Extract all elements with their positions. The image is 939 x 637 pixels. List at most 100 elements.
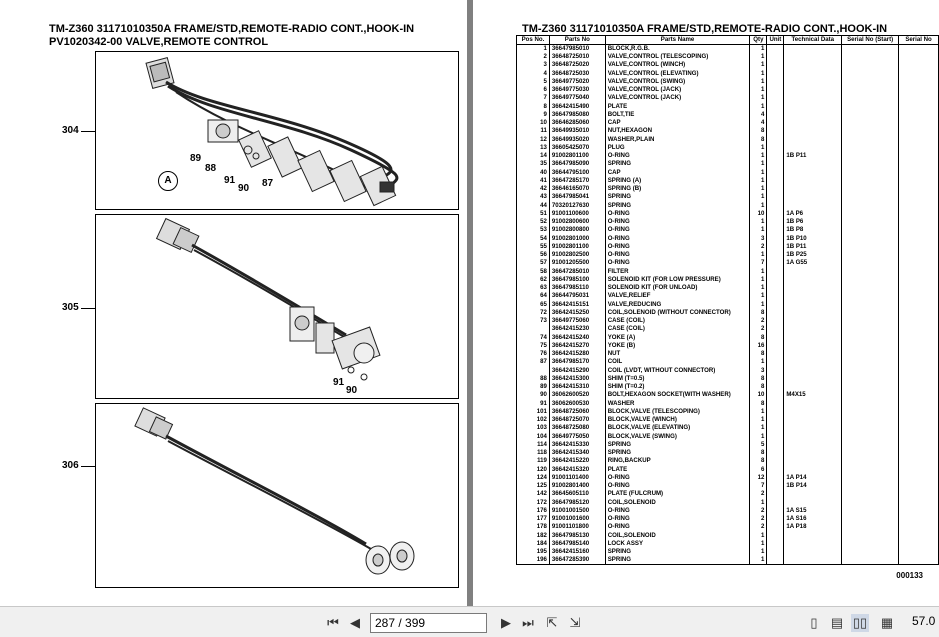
cell-pos: 182 — [516, 531, 550, 540]
cell-unit — [766, 457, 784, 466]
cell-qty: 1 — [749, 176, 767, 185]
cell-parts-name: NUT,HEXAGON — [604, 127, 750, 136]
cell-serial-end — [898, 300, 939, 309]
cell-qty: 1 — [749, 168, 767, 177]
cell-qty: 1 — [749, 77, 767, 86]
cell-unit — [766, 127, 784, 136]
cell-serial-end — [898, 482, 939, 491]
callout-90: 90 — [238, 183, 250, 194]
prev-page-button[interactable]: ◀ — [350, 615, 360, 630]
go-back-icon[interactable]: ⇱ — [546, 615, 558, 630]
cell-technical-data — [783, 440, 842, 449]
cell-parts-name: WASHER,PLAIN — [604, 135, 750, 144]
cell-parts-name: VALVE,CONTROL (WINCH) — [604, 61, 750, 70]
cell-parts-name: VALVE,CONTROL (JACK) — [604, 86, 750, 95]
cell-pos: 56 — [516, 251, 550, 260]
cell-parts-no: 70320127630 — [548, 201, 606, 210]
viewer-toolbar: ⏮ ◀ 287 / 399 ▶ ⏭ ⇱ ⇲ ▯ ▤ ▯▯ ▦ 57.0 — [0, 606, 939, 637]
single-page-view-icon[interactable]: ▯ — [810, 615, 818, 630]
cell-pos: 119 — [516, 457, 550, 466]
cell-serial-end — [898, 416, 939, 425]
cell-qty: 1 — [749, 201, 767, 210]
cell-serial-start — [841, 399, 899, 408]
cell-serial-start — [841, 259, 899, 268]
cell-serial-end — [898, 226, 939, 235]
cell-serial-end — [898, 160, 939, 169]
cell-technical-data — [783, 531, 842, 540]
cell-serial-start — [841, 209, 899, 218]
go-forward-icon[interactable]: ⇲ — [569, 615, 581, 630]
cell-serial-end — [898, 383, 939, 392]
cell-pos — [516, 366, 550, 375]
continuous-view-icon[interactable]: ▤ — [830, 615, 844, 630]
zoom-level[interactable]: 57.0 — [912, 614, 936, 628]
cell-serial-end — [898, 185, 939, 194]
cell-serial-end — [898, 333, 939, 342]
cell-parts-name: CASE (COIL) — [604, 317, 750, 326]
cell-technical-data — [783, 53, 842, 62]
cell-parts-name: PLATE — [604, 465, 750, 474]
cell-serial-start — [841, 391, 899, 400]
cell-unit — [766, 143, 784, 152]
callout-91: 91 — [224, 175, 236, 186]
cell-technical-data: 1A P14 — [783, 473, 842, 482]
cell-qty: 1 — [749, 185, 767, 194]
cell-technical-data — [783, 432, 842, 441]
next-page-button[interactable]: ▶ — [501, 615, 511, 630]
cell-technical-data: 1B P14 — [783, 482, 842, 491]
cell-parts-no: 36647985090 — [548, 160, 606, 169]
cell-pos: 35 — [516, 160, 550, 169]
cell-parts-no: 36649775020 — [548, 77, 606, 86]
cell-parts-no: 36648725010 — [548, 53, 606, 62]
cell-serial-start — [841, 473, 899, 482]
cell-unit — [766, 440, 784, 449]
cell-parts-no: 91001001600 — [548, 515, 606, 524]
cell-unit — [766, 548, 784, 557]
cell-unit — [766, 267, 784, 276]
cell-pos: 12 — [516, 135, 550, 144]
two-page-continuous-icon[interactable]: ▦ — [880, 615, 894, 630]
cell-serial-start — [841, 69, 899, 78]
cell-qty: 1 — [749, 300, 767, 309]
cell-parts-no: 91001205500 — [548, 259, 606, 268]
cell-unit — [766, 176, 784, 185]
two-page-view-icon[interactable]: ▯▯ — [851, 614, 869, 632]
cell-parts-name: O-RING — [604, 218, 750, 227]
cell-technical-data — [783, 201, 842, 210]
last-page-button[interactable]: ⏭ — [522, 615, 534, 630]
cell-serial-start — [841, 110, 899, 119]
cell-unit — [766, 358, 784, 367]
cell-pos: 62 — [516, 275, 550, 284]
cell-technical-data — [783, 308, 842, 317]
cell-parts-name: O-RING — [604, 234, 750, 243]
cell-unit — [766, 209, 784, 218]
cell-qty: 8 — [749, 449, 767, 458]
callout-91: 91 — [333, 377, 345, 388]
cell-parts-name: COIL,SOLENOID (WITHOUT CONNECTOR) — [604, 308, 750, 317]
cell-pos: 40 — [516, 168, 550, 177]
cell-parts-name: O-RING — [604, 473, 750, 482]
first-page-button[interactable]: ⏮ — [327, 615, 339, 630]
cell-technical-data — [783, 383, 842, 392]
cell-technical-data — [783, 539, 842, 548]
cell-parts-no: 91002801000 — [548, 234, 606, 243]
page-number-input[interactable]: 287 / 399 — [370, 613, 487, 633]
cell-parts-name: O-RING — [604, 209, 750, 218]
cell-qty: 1 — [749, 531, 767, 540]
cell-unit — [766, 168, 784, 177]
cell-parts-name: BLOCK,VALVE (SWING) — [604, 432, 750, 441]
cell-serial-end — [898, 102, 939, 111]
cell-technical-data — [783, 193, 842, 202]
cell-parts-no: 36642415290 — [548, 366, 606, 375]
cell-unit — [766, 531, 784, 540]
